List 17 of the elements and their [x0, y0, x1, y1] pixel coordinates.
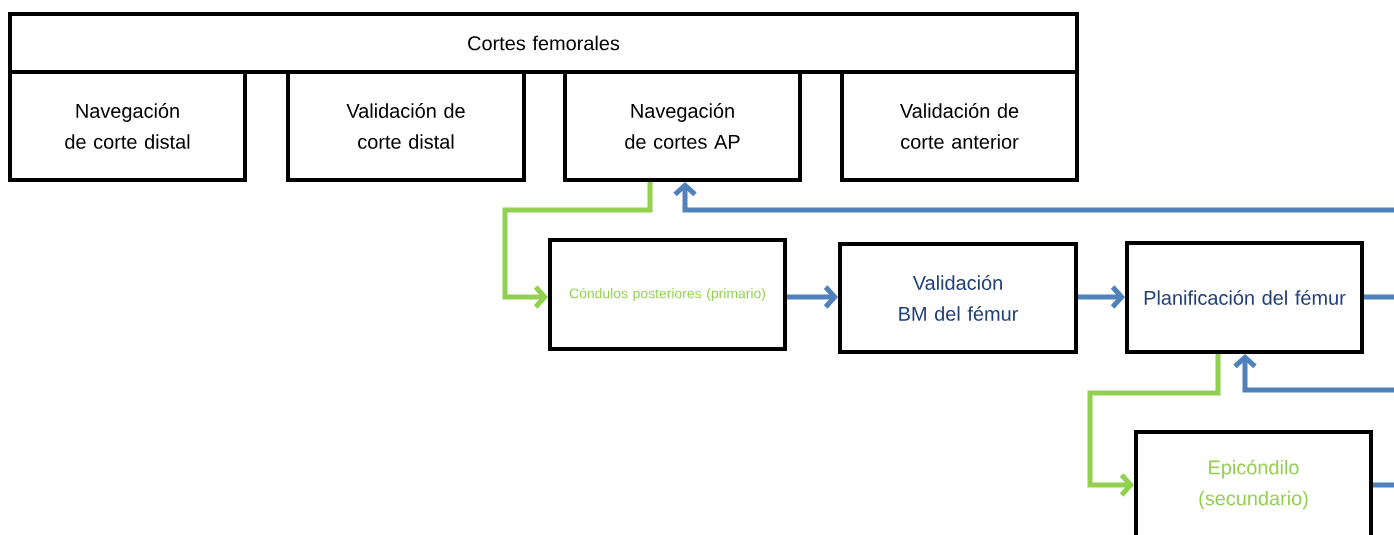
process-box: Epicóndilo (secundario) — [1134, 430, 1373, 535]
process-box: Navegación de cortes AP — [563, 70, 802, 182]
arrow — [1233, 354, 1394, 393]
header-box: Cortes femorales — [8, 12, 1079, 74]
arrow — [502, 182, 653, 309]
arrow — [1078, 285, 1125, 309]
process-box: Planificación del fémur — [1125, 241, 1364, 354]
process-box: Validación BM del fémur — [838, 242, 1078, 354]
arrow — [787, 285, 838, 309]
arrow — [673, 182, 1394, 213]
connector-line — [1373, 482, 1394, 488]
process-box: Cóndulos posteriores (primario) — [548, 238, 787, 351]
process-box: Validación de corte anterior — [840, 70, 1079, 182]
process-box: Validación de corte distal — [286, 70, 526, 182]
connector-line — [1364, 294, 1394, 300]
process-box: Navegación de corte distal — [8, 70, 247, 182]
arrow — [1087, 354, 1221, 497]
